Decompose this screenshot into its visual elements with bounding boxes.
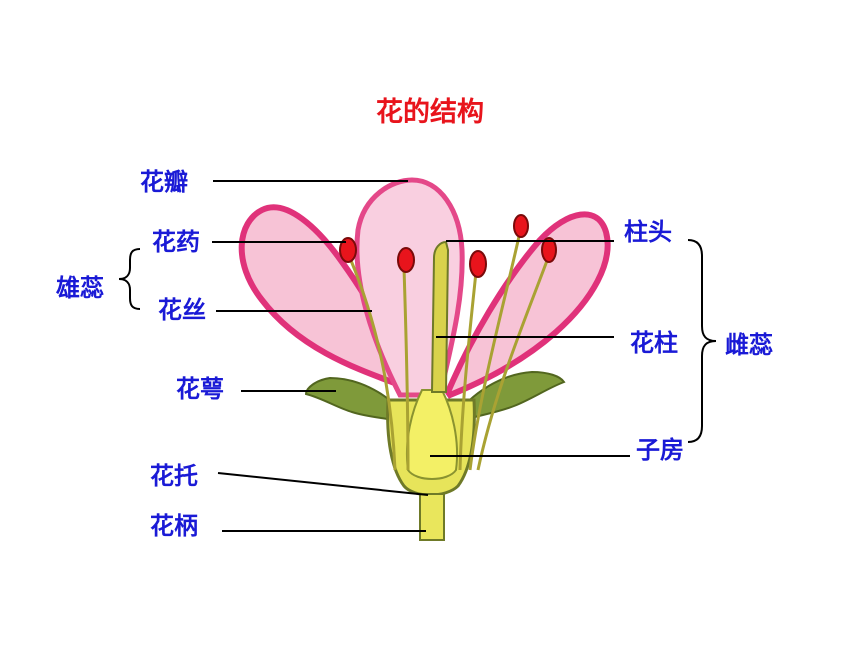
label-ovary: 子房: [636, 436, 684, 464]
right-petal: [444, 211, 611, 399]
label-style: 花柱: [630, 329, 678, 357]
label-pistil: 雌蕊: [725, 331, 773, 359]
leader-receptacle: [217, 472, 429, 496]
pistil-brace: [687, 239, 717, 443]
leader-lines: [212, 180, 630, 532]
label-pedicel: 花柄: [150, 512, 198, 540]
label-receptacle: 花托: [150, 462, 198, 490]
label-stamen: 雄蕊: [56, 274, 104, 302]
label-sepal: 花萼: [176, 375, 224, 403]
pedicel-stalk: [419, 493, 445, 541]
style-shape: [430, 240, 450, 393]
left-sepal: [304, 376, 411, 426]
filaments: [348, 231, 550, 471]
label-stigma: 柱头: [624, 218, 672, 246]
label-anther: 花药: [152, 228, 200, 256]
anthers: [339, 214, 557, 278]
stamen-brace: [118, 248, 141, 310]
label-petal: 花瓣: [140, 168, 188, 196]
label-filament: 花丝: [158, 296, 206, 324]
diagram-title: 花的结构: [376, 97, 484, 128]
